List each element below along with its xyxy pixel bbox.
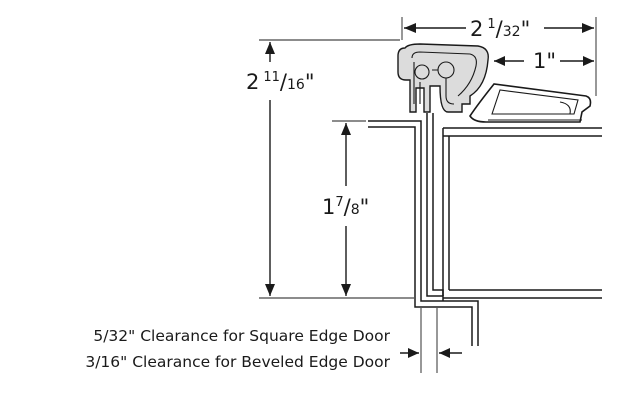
overall-height-unit: " <box>305 70 315 94</box>
overall-width-whole: 2 <box>470 17 483 41</box>
overall-width-den: 32 <box>503 24 521 40</box>
door-face-height-den: 8 <box>351 202 360 218</box>
dimension-door-face-height: 17/8" <box>322 120 369 296</box>
clearance-beveled-note: 3/16" Clearance for Beveled Edge Door <box>85 353 390 371</box>
overall-height-whole: 2 <box>246 70 259 94</box>
overall-width-num: 1 <box>487 17 495 32</box>
overall-height-den: 16 <box>287 77 305 93</box>
clearance-square-note: 5/32" Clearance for Square Edge Door <box>93 327 390 345</box>
frame-jamb <box>368 113 602 346</box>
overall-width-unit: " <box>521 17 531 41</box>
dimension-clearance <box>400 308 462 373</box>
weatherstrip-profile <box>397 43 592 123</box>
door-face-height-whole: 1 <box>322 195 335 219</box>
stop-width-label: 1" <box>533 49 556 73</box>
overall-height-num: 11 <box>263 70 280 85</box>
door-face-height-unit: " <box>360 195 370 219</box>
door-face-height-num: 7 <box>335 195 343 210</box>
door-face-height-label: 17/8" <box>322 195 369 219</box>
dimension-stop-width: 1" <box>494 49 594 73</box>
